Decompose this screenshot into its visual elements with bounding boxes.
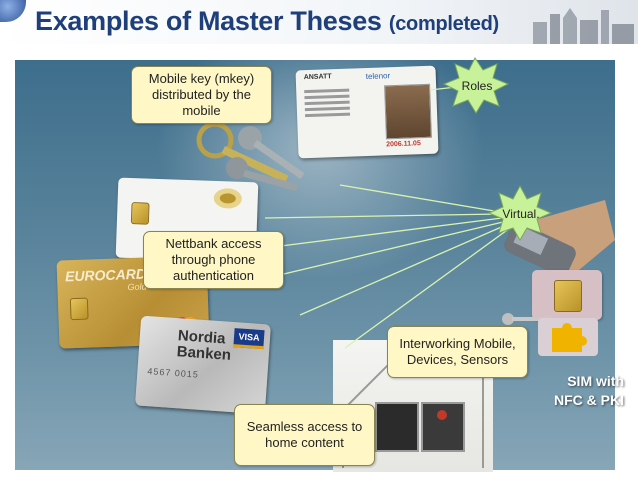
- sim-chip: [554, 280, 582, 312]
- virtual-label: Virtual.: [502, 207, 540, 221]
- nfc-puzzle-image: [538, 318, 598, 356]
- callout-interworking: Interworking Mobile, Devices, Sensors: [387, 326, 528, 378]
- id-card-text-lines: [304, 88, 365, 120]
- id-card-photo: [384, 83, 432, 140]
- city-skyline-image: [533, 8, 634, 44]
- id-card-brand: telenor: [365, 71, 391, 82]
- sim-card-image: [532, 270, 602, 320]
- title-text: Examples of Master Theses: [35, 6, 382, 36]
- smart-card-chip: [130, 202, 150, 225]
- home-device-screen: [375, 402, 419, 452]
- eurocard-chip: [69, 297, 89, 321]
- logo-icon: [0, 0, 26, 22]
- sim-label: SIM with NFC & PKI: [524, 372, 624, 410]
- visa-bank-card: Nordia Banken VISA 4567 0015: [135, 315, 271, 415]
- id-card-date: 2006.11.05: [386, 140, 421, 149]
- id-card-header: ANSATT: [303, 73, 332, 82]
- roles-label: Roles: [461, 79, 493, 93]
- smart-card: [115, 177, 259, 263]
- title-bar: Examples of Master Theses (completed): [0, 0, 638, 44]
- slide-title: Examples of Master Theses (completed): [35, 6, 499, 37]
- callout-seamless-text: Seamless access to home content: [246, 419, 363, 450]
- visa-logo: VISA: [233, 328, 265, 350]
- title-suffix: (completed): [388, 13, 499, 35]
- visa-card-number: 4567 0015: [147, 366, 200, 380]
- callout-interworking-text: Interworking Mobile, Devices, Sensors: [399, 336, 516, 367]
- home-device-speaker: [421, 402, 465, 452]
- callout-seamless: Seamless access to home content: [234, 404, 375, 466]
- employee-id-card: ANSATT telenor 2006.11.05: [295, 65, 439, 159]
- callout-nettbank-text: Nettbank access through phone authentica…: [165, 236, 262, 283]
- puzzle-piece-icon: [552, 323, 587, 352]
- callout-nettbank: Nettbank access through phone authentica…: [143, 231, 284, 289]
- callout-mobile-key: Mobile key (mkey) distributed by the mob…: [131, 66, 272, 124]
- callout-mobile-key-text: Mobile key (mkey) distributed by the mob…: [148, 71, 255, 118]
- keys-image: [196, 121, 305, 191]
- sim-label-line1: SIM with: [567, 373, 624, 389]
- sim-label-line2: NFC & PKI: [554, 392, 624, 408]
- smart-card-logo: [213, 188, 242, 209]
